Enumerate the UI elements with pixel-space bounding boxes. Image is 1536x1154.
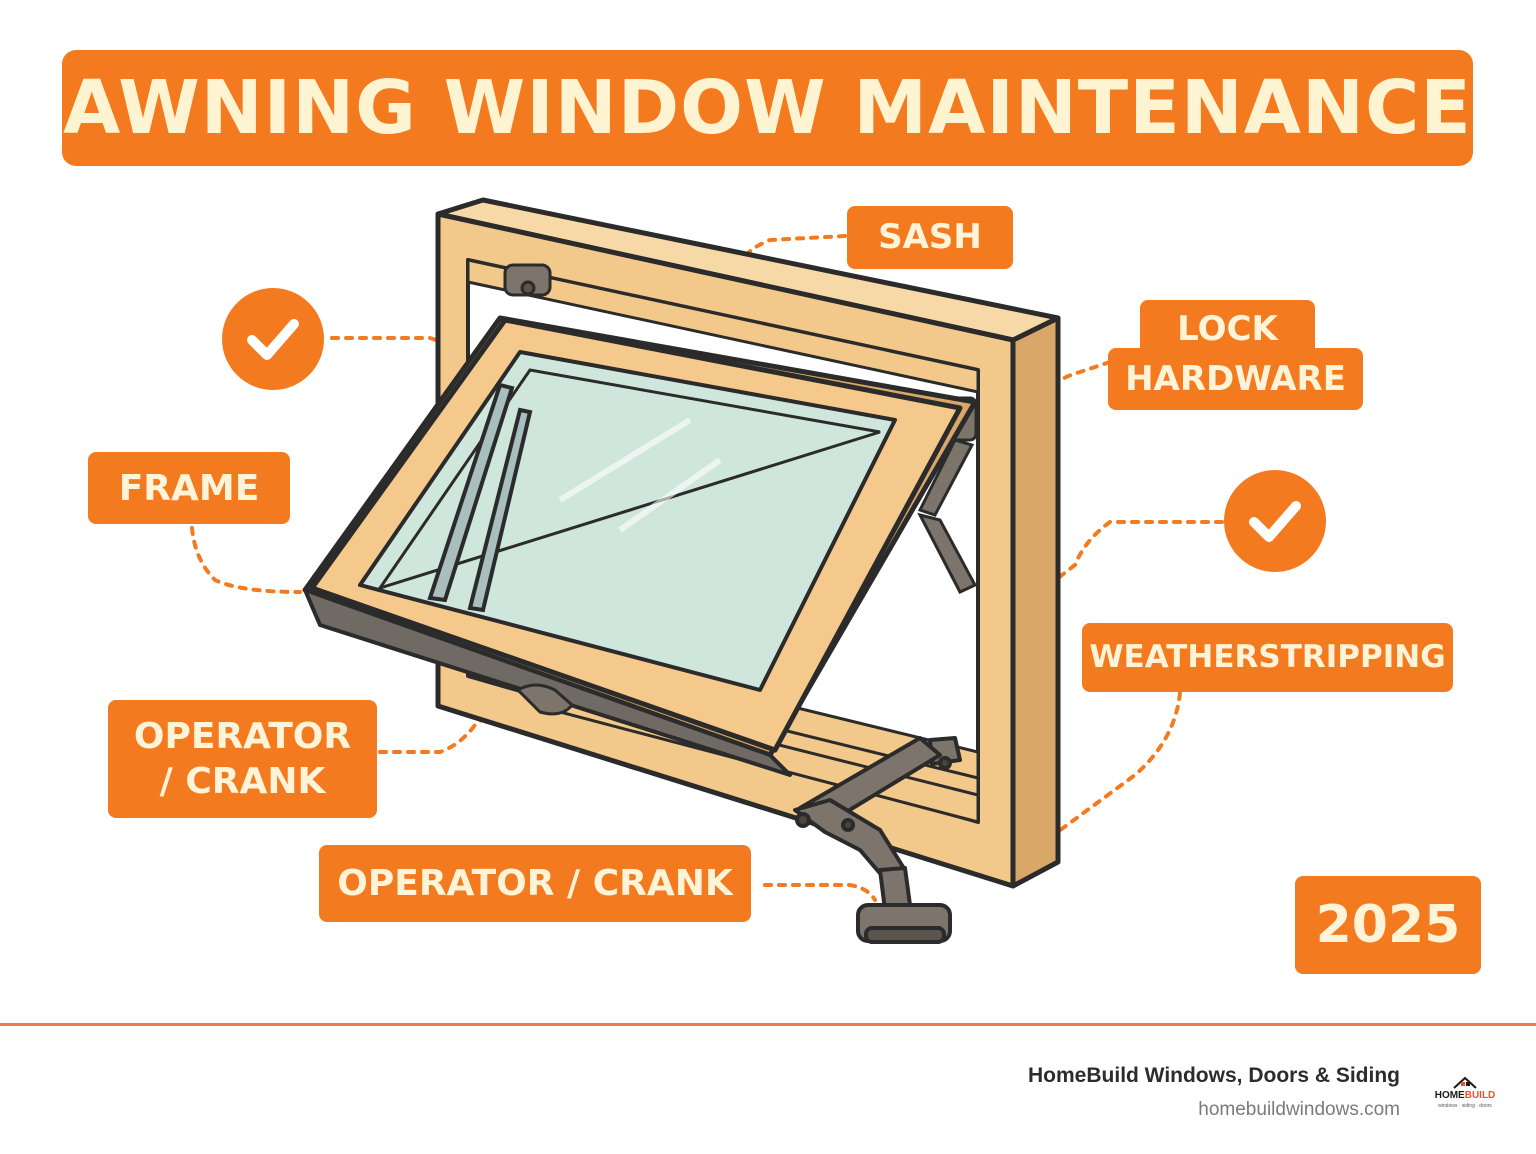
label-operator-line2: / CRANK: [159, 761, 326, 802]
label-operator-crank-text: OPERATOR / CRANK: [337, 863, 733, 904]
year-badge: 2025: [1295, 876, 1481, 974]
page-title: AWNING WINDOW MAINTENANCE: [63, 65, 1472, 151]
label-frame: FRAME: [88, 452, 290, 524]
awning-window-illustration: [190, 197, 1224, 944]
label-lock-hardware-line2: HARDWARE: [1125, 358, 1346, 399]
leader-frame: [190, 526, 302, 594]
top-rail: [466, 258, 980, 394]
leader-operator-1: [378, 686, 522, 754]
sash-handle: [515, 683, 575, 716]
leader-operator-2: [763, 883, 877, 902]
label-lock-hardware: HARDWARE: [1108, 348, 1363, 410]
leader-check-2: [1038, 520, 1224, 594]
label-lock-top: LOCK: [1140, 300, 1315, 358]
checkmark-badge-1: [222, 288, 324, 390]
label-weatherstripping: WEATHERSTRIPPING: [1082, 623, 1453, 692]
leader-lines: [190, 234, 1224, 902]
label-sash-text: SASH: [878, 217, 982, 258]
checkmark-icon: [1249, 501, 1301, 542]
leader-weather: [1038, 691, 1182, 847]
label-operator-crank: OPERATOR / CRANK: [319, 845, 751, 922]
label-sash: SASH: [847, 206, 1013, 269]
label-operator-crank-stacked: OPERATOR / CRANK: [108, 700, 377, 818]
glass-spacers: [427, 382, 533, 613]
operator-arm: [793, 736, 962, 944]
footer-divider: [0, 1023, 1536, 1026]
house-icon: [1453, 1076, 1477, 1089]
year-text: 2025: [1315, 894, 1461, 955]
logo-wordmark: HOMEBUILD: [1434, 1090, 1496, 1101]
label-lock-hardware-line1: LOCK: [1177, 308, 1278, 349]
sash-bottom-depth: [303, 588, 792, 777]
glass-shine: [558, 417, 722, 533]
footer-website: homebuildwindows.com: [1198, 1099, 1400, 1120]
homebuild-logo: HOMEBUILD windows · siding · doors: [1434, 1072, 1496, 1118]
footer-company-name: HomeBuild Windows, Doors & Siding: [1028, 1064, 1400, 1087]
checkmark-icon: [247, 319, 299, 360]
title-banner: AWNING WINDOW MAINTENANCE: [62, 50, 1473, 166]
logo-tagline: windows · siding · doors: [1438, 1103, 1492, 1109]
label-operator-line1: OPERATOR: [133, 716, 352, 757]
checkmark-badge-2: [1224, 470, 1326, 572]
label-weatherstripping-text: WEATHERSTRIPPING: [1089, 639, 1446, 676]
label-frame-text: FRAME: [118, 467, 260, 509]
frame-side: [1010, 315, 1061, 889]
top-hinge: [503, 263, 552, 297]
